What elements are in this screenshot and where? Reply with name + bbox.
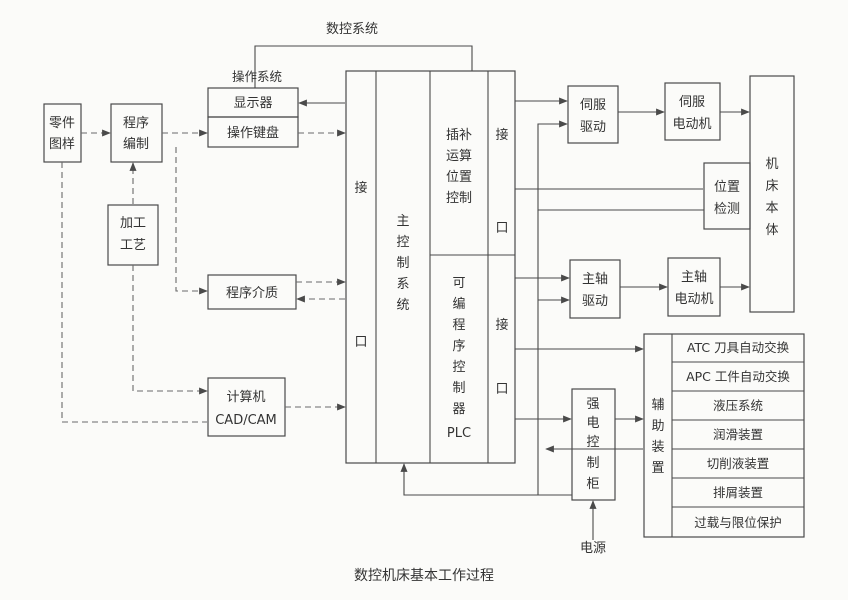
svg-text:操作键盘: 操作键盘 <box>227 125 279 141</box>
diagram-caption: 数控机床基本工作过程 <box>354 567 494 584</box>
svg-text:位置: 位置 <box>446 170 472 185</box>
svg-text:控: 控 <box>586 435 599 450</box>
node-program-edit: 程序 编制 <box>110 103 163 163</box>
node-interface-left: 接 口 <box>354 180 367 350</box>
svg-text:运算: 运算 <box>446 149 472 164</box>
svg-text:伺服: 伺服 <box>679 95 705 110</box>
svg-text:可: 可 <box>452 276 465 291</box>
node-spindle-drive: 主轴 驱动 <box>569 259 621 319</box>
svg-text:图样: 图样 <box>49 137 75 152</box>
aux-item-lubrication: 润滑装置 <box>713 427 763 442</box>
aux-item-hydraulic: 液压系统 <box>713 398 763 413</box>
svg-text:制: 制 <box>452 381 465 396</box>
node-interface-right-top: 接 口 <box>495 127 508 236</box>
svg-text:制: 制 <box>586 456 599 471</box>
svg-text:电: 电 <box>586 416 599 431</box>
node-main-controller <box>345 70 516 464</box>
svg-text:PLC: PLC <box>447 426 471 441</box>
aux-item-chip-removal: 排屑装置 <box>713 485 763 500</box>
svg-text:插补: 插补 <box>446 128 472 143</box>
svg-text:主轴: 主轴 <box>582 272 608 287</box>
svg-text:床: 床 <box>765 179 778 194</box>
svg-text:控: 控 <box>396 235 409 250</box>
svg-text:程序介质: 程序介质 <box>226 286 278 301</box>
svg-text:口: 口 <box>495 221 508 236</box>
svg-text:助: 助 <box>651 419 664 434</box>
svg-text:接: 接 <box>495 127 508 143</box>
node-interpolation: 插补 运算 位置 控制 <box>446 128 472 206</box>
svg-text:检测: 检测 <box>714 202 740 217</box>
svg-text:驱动: 驱动 <box>582 294 608 309</box>
node-computer: 计算机 CAD/CAM <box>207 377 286 437</box>
label-op-system: 操作系统 <box>232 69 282 84</box>
svg-text:口: 口 <box>354 335 367 350</box>
label-power-source: 电源 <box>580 541 606 556</box>
svg-text:接: 接 <box>354 180 367 196</box>
svg-text:电动机: 电动机 <box>672 117 711 132</box>
svg-text:控制: 控制 <box>446 191 472 206</box>
svg-text:器: 器 <box>452 402 465 417</box>
node-aux-device: 辅 助 装 置 <box>643 333 805 538</box>
aux-item-coolant: 切削液装置 <box>707 456 770 471</box>
node-plc: 可 编 程 序 控 制 器 PLC <box>447 276 471 441</box>
svg-text:柜: 柜 <box>586 477 599 492</box>
svg-text:程: 程 <box>452 318 465 333</box>
svg-text:强: 强 <box>586 397 599 412</box>
svg-text:序: 序 <box>452 339 465 354</box>
svg-text:驱动: 驱动 <box>580 120 606 135</box>
svg-text:统: 统 <box>396 298 409 313</box>
svg-text:计算机: 计算机 <box>226 390 265 405</box>
node-part-drawing: 零件 图样 <box>43 103 82 163</box>
node-main-control-system: 主 控 制 系 统 <box>396 214 409 313</box>
node-display: 显示器 <box>207 87 299 118</box>
svg-text:体: 体 <box>765 223 778 238</box>
node-program-media: 程序介质 <box>207 274 297 310</box>
node-servo-drive: 伺服 驱动 <box>567 85 619 144</box>
svg-text:系: 系 <box>396 277 409 292</box>
node-keyboard: 操作键盘 <box>207 116 299 148</box>
svg-text:置: 置 <box>651 461 664 476</box>
svg-text:CAD/CAM: CAD/CAM <box>215 413 277 428</box>
node-machine-body: 机 床 本 体 <box>749 75 795 313</box>
svg-text:零件: 零件 <box>49 116 75 131</box>
svg-text:制: 制 <box>396 256 409 271</box>
svg-text:接: 接 <box>495 317 508 333</box>
node-servo-motor: 伺服 电动机 <box>664 82 721 141</box>
label-nc-system: 数控系统 <box>326 22 378 37</box>
svg-text:电动机: 电动机 <box>674 292 713 307</box>
svg-text:主: 主 <box>396 214 409 229</box>
node-spindle-motor: 主轴 电动机 <box>667 257 721 317</box>
aux-items: ATC 刀具自动交换 APC 工件自动交换 液压系统 润滑装置 切削液装置 排屑… <box>672 340 804 530</box>
svg-text:位置: 位置 <box>714 180 740 195</box>
svg-text:本: 本 <box>765 201 778 216</box>
aux-item-atc: ATC 刀具自动交换 <box>687 340 790 355</box>
node-interface-right-bottom: 接 口 <box>495 317 508 397</box>
aux-item-overload-protect: 过载与限位保护 <box>694 515 782 530</box>
svg-text:辅: 辅 <box>651 398 664 413</box>
svg-text:加工: 加工 <box>120 216 146 231</box>
svg-text:编: 编 <box>452 297 465 312</box>
svg-text:主轴: 主轴 <box>681 270 707 285</box>
svg-text:装: 装 <box>651 440 664 455</box>
solid-connectors <box>298 97 750 540</box>
node-position-detect: 位置 检测 <box>703 162 751 230</box>
svg-text:控: 控 <box>452 360 465 375</box>
svg-text:工艺: 工艺 <box>120 238 146 253</box>
aux-item-apc: APC 工件自动交换 <box>686 369 790 384</box>
svg-text:口: 口 <box>495 382 508 397</box>
svg-text:机: 机 <box>765 157 778 172</box>
svg-text:程序: 程序 <box>123 116 149 131</box>
node-process-tech: 加工 工艺 <box>107 204 159 266</box>
svg-text:伺服: 伺服 <box>580 98 606 113</box>
svg-text:显示器: 显示器 <box>233 96 272 111</box>
node-power-cabinet: 强 电 控 制 柜 <box>571 388 616 501</box>
dashed-connectors <box>61 129 346 423</box>
nc-system-bracket <box>254 45 473 88</box>
svg-text:编制: 编制 <box>123 137 149 152</box>
